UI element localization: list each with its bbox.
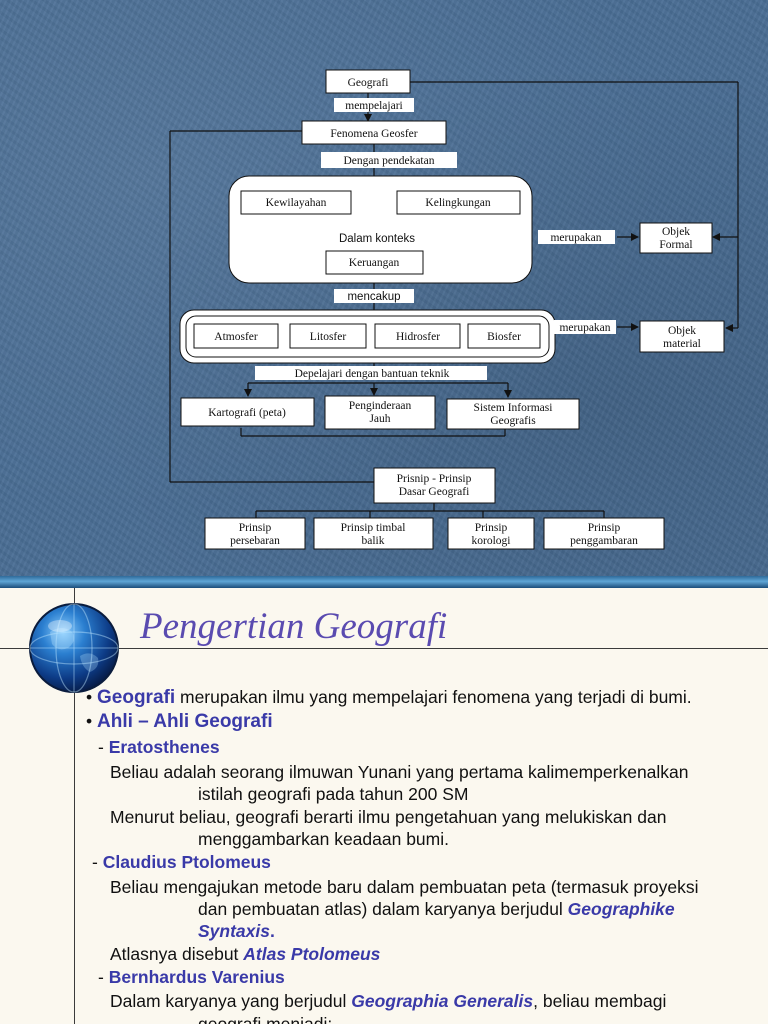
- kewilayahan-label: Kewilayahan: [266, 197, 327, 209]
- geografi-concept-diagram: Geografi mempelajari Fenomena Geosfer De…: [0, 0, 768, 578]
- text: Atlasnya disebut: [110, 944, 243, 964]
- litosfer-label: Litosfer: [310, 331, 347, 343]
- line-text-9: Beliau mengajukan metode baru dalam pemb…: [110, 877, 699, 898]
- persebaran-line2: persebaran: [230, 535, 280, 547]
- biosfer-label: Biosfer: [487, 331, 521, 343]
- kelingkungan-label: Kelingkungan: [425, 197, 490, 209]
- kartografi-label: Kartografi (peta): [208, 407, 286, 419]
- line-text-7: menggambarkan keadaan bumi.: [198, 829, 449, 850]
- keyword-bernhardus-varenius: Bernhardus Varenius: [109, 967, 285, 987]
- penginderaan-line1: Penginderaan: [349, 400, 412, 412]
- dash: -: [98, 737, 109, 757]
- diagram-slide: Geografi mempelajari Fenomena Geosfer De…: [0, 0, 768, 578]
- line-ahli-heading: • Ahli – Ahli Geografi: [86, 711, 273, 733]
- keyword-geographike: Geographike: [568, 899, 675, 919]
- persebaran-line1: Prinsip: [239, 522, 272, 534]
- bullet: •: [86, 687, 97, 707]
- line-text-6: Menurut beliau, geografi berarti ilmu pe…: [110, 807, 666, 828]
- korologi-line2: korologi: [472, 535, 511, 547]
- sig-line1: Sistem Informasi: [474, 402, 553, 414]
- hidrosfer-label: Hidrosfer: [396, 331, 440, 343]
- keyword-geographia-generalis: Geographia Generalis: [351, 991, 533, 1011]
- line-text-14: Dalam karyanya yang berjudul Geographia …: [110, 991, 666, 1012]
- merupakan-2-label: merupakan: [559, 322, 610, 334]
- bullet: •: [86, 711, 97, 731]
- page-title: Pengertian Geografi: [140, 605, 447, 648]
- line-text-12: Atlasnya disebut Atlas Ptolomeus: [110, 944, 380, 965]
- objek-formal-line1: Objek: [662, 226, 690, 238]
- merupakan-1-label: merupakan: [550, 232, 601, 244]
- atmosfer-label: Atmosfer: [214, 331, 258, 343]
- text: , beliau membagi: [533, 991, 666, 1011]
- mencakup-label: mencakup: [347, 291, 400, 303]
- keyword-syntaxis: Syntaxis: [198, 921, 270, 941]
- line-varenius: - Bernhardus Varenius: [98, 967, 285, 988]
- text-slide: Pengertian Geografi • Geografi merupakan…: [0, 588, 768, 1024]
- timbal-balik-line2: balik: [362, 535, 385, 547]
- line-ptolomeus: - Claudius Ptolomeus: [92, 852, 271, 873]
- definition-text: merupakan ilmu yang mempelajari fenomena…: [175, 687, 692, 707]
- sig-line2: Geografis: [490, 415, 536, 427]
- korologi-line1: Prinsip: [475, 522, 508, 534]
- objek-formal-line2: Formal: [659, 239, 692, 251]
- line-text-10: dan pembuatan atlas) dalam karyanya berj…: [198, 899, 675, 920]
- globe-icon: [28, 602, 120, 694]
- penggambaran-line2: penggambaran: [570, 535, 638, 547]
- geografi-label: Geografi: [348, 77, 389, 89]
- timbal-balik-line1: Prinsip timbal: [341, 522, 406, 534]
- slide-divider: [0, 576, 768, 588]
- text: Dalam karyanya yang berjudul: [110, 991, 351, 1011]
- keyword-atlas-ptolomeus: Atlas Ptolomeus: [243, 944, 380, 964]
- objek-material-line2: material: [663, 338, 701, 350]
- line-geografi-definition: • Geografi merupakan ilmu yang mempelaja…: [86, 687, 692, 709]
- dash: -: [92, 852, 103, 872]
- line-text-4: Beliau adalah seorang ilmuwan Yunani yan…: [110, 762, 689, 783]
- line-eratosthenes: - Eratosthenes: [98, 737, 220, 758]
- line-text-11: Syntaxis.: [198, 921, 275, 942]
- line-text-5: istilah geografi pada tahun 200 SM: [198, 784, 468, 805]
- keyword-geografi: Geografi: [97, 687, 175, 708]
- prinsip-dasar-line1: Prisnip - Prinsip: [397, 473, 472, 485]
- penginderaan-line2: Jauh: [369, 413, 390, 425]
- keruangan-label: Keruangan: [349, 257, 400, 269]
- penggambaran-line1: Prinsip: [588, 522, 621, 534]
- keyword-eratosthenes: Eratosthenes: [109, 737, 220, 757]
- fenomena-label: Fenomena Geosfer: [330, 128, 417, 140]
- prinsip-dasar-line2: Dasar Geografi: [399, 486, 470, 498]
- diagram-connectors: [170, 82, 738, 518]
- teknik-label: Depelajari dengan bantuan teknik: [295, 368, 450, 380]
- dash: -: [98, 967, 109, 987]
- keyword-claudius-ptolomeus: Claudius Ptolomeus: [103, 852, 271, 872]
- dalam-konteks-label: Dalam konteks: [339, 233, 415, 245]
- period: .: [270, 921, 275, 941]
- text: dan pembuatan atlas) dalam karyanya berj…: [198, 899, 568, 919]
- line-text-15: geografi menjadi:: [198, 1014, 332, 1024]
- mempelajari-label: mempelajari: [345, 100, 402, 112]
- keyword-ahli-geografi: Ahli – Ahli Geografi: [97, 711, 273, 732]
- objek-material-line1: Objek: [668, 325, 696, 337]
- pendekatan-label: Dengan pendekatan: [343, 155, 434, 167]
